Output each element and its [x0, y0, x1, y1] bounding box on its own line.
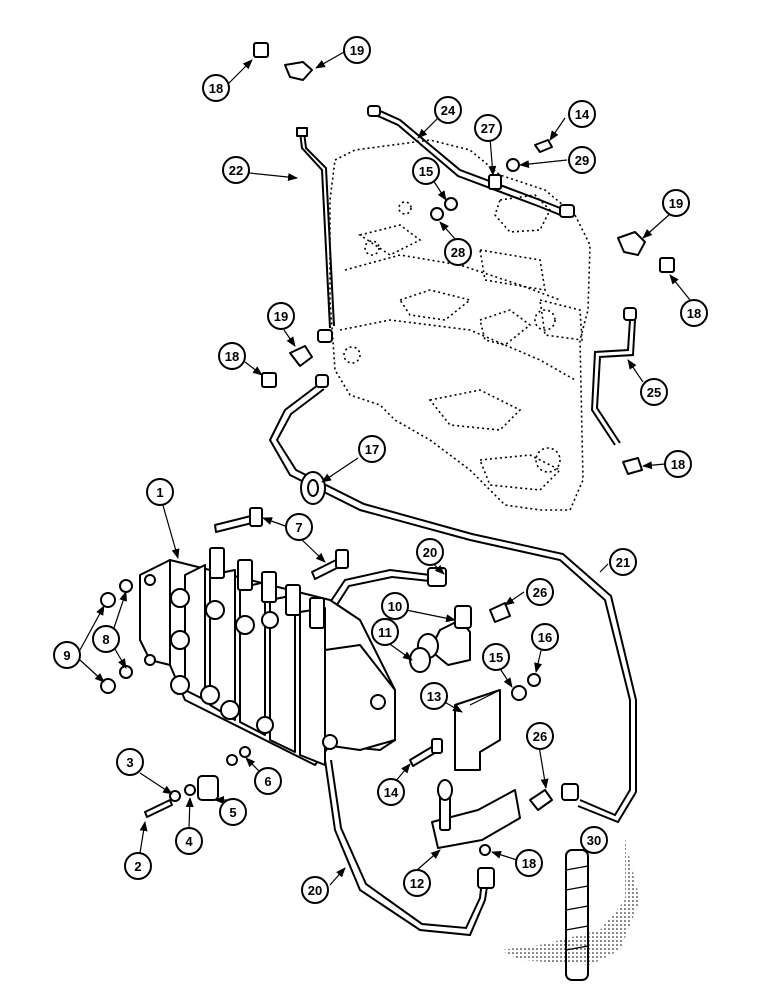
callout-17: 17	[358, 435, 386, 463]
small-parts-bottom	[144, 746, 251, 818]
callout-4-label: 4	[185, 834, 193, 849]
bolt-lower	[311, 549, 349, 580]
callout-20-upper: 20	[416, 538, 444, 566]
callout-14-lower-label: 14	[384, 785, 399, 800]
callout-19-b-label: 19	[669, 196, 683, 211]
callout-2: 2	[124, 852, 152, 880]
callout-22: 22	[222, 156, 250, 184]
right-nuts	[489, 602, 553, 811]
bracket	[454, 689, 501, 771]
callout-3: 3	[116, 748, 144, 776]
callout-13: 13	[420, 682, 448, 710]
callout-13-label: 13	[427, 689, 441, 704]
callout-17-label: 17	[365, 442, 379, 457]
callout-18-a: 18	[202, 74, 230, 102]
callout-12: 12	[403, 869, 431, 897]
callout-18-b-label: 18	[687, 306, 701, 321]
callout-21: 21	[609, 548, 637, 576]
callout-26-lower: 26	[526, 722, 554, 750]
callout-24-label: 24	[441, 103, 456, 118]
callout-4: 4	[175, 827, 203, 855]
callout-18-c-label: 18	[225, 349, 239, 364]
callout-19-c: 19	[267, 302, 295, 330]
callout-5: 5	[219, 798, 247, 826]
tube-21	[268, 374, 637, 824]
callout-21-label: 21	[616, 555, 630, 570]
tube-25	[590, 307, 637, 446]
callout-6: 6	[254, 767, 282, 795]
callout-10-label: 10	[388, 599, 402, 614]
callout-18-e-label: 18	[522, 856, 536, 871]
callout-20-lower-label: 20	[308, 883, 322, 898]
callout-20-lower: 20	[301, 876, 329, 904]
callout-25-label: 25	[647, 385, 661, 400]
control-valve-assembly	[139, 547, 396, 766]
callout-8: 8	[92, 625, 120, 653]
callout-22-label: 22	[229, 163, 243, 178]
callout-28-label: 28	[451, 245, 465, 260]
callout-18-d: 18	[664, 450, 692, 478]
callout-15-upper: 15	[412, 157, 440, 185]
callout-11-label: 11	[378, 625, 392, 640]
callout-14-lower: 14	[377, 778, 405, 806]
callout-1-label: 1	[156, 485, 163, 500]
top-fittings	[253, 42, 675, 475]
callout-29: 29	[568, 146, 596, 174]
callout-2-label: 2	[134, 859, 141, 874]
bolt-14-lower	[409, 738, 443, 767]
callout-10: 10	[381, 592, 409, 620]
callout-26-upper-label: 26	[533, 585, 547, 600]
callout-25: 25	[640, 378, 668, 406]
callout-9: 9	[53, 641, 81, 669]
hose-lower	[324, 759, 495, 937]
pipe-30	[500, 840, 640, 981]
callout-7-label: 7	[295, 520, 302, 535]
callout-16: 16	[531, 623, 559, 651]
selector-valve	[431, 779, 521, 856]
elbow-fitting	[409, 605, 472, 673]
callout-26-upper: 26	[526, 578, 554, 606]
callout-18-c: 18	[218, 342, 246, 370]
callout-14-upper-label: 14	[575, 107, 590, 122]
callout-20-upper-label: 20	[423, 545, 437, 560]
callout-18-d-label: 18	[671, 457, 685, 472]
callout-7: 7	[285, 513, 313, 541]
callout-1: 1	[146, 478, 174, 506]
callout-18-a-label: 18	[209, 81, 223, 96]
callout-3-label: 3	[126, 755, 133, 770]
callout-12-label: 12	[410, 876, 424, 891]
callout-30-label: 30	[587, 833, 601, 848]
callout-19-c-label: 19	[274, 309, 288, 324]
callout-5-label: 5	[229, 805, 236, 820]
tube-22	[296, 127, 335, 343]
callout-15-lower: 15	[482, 643, 510, 671]
callout-29-label: 29	[575, 153, 589, 168]
callout-24: 24	[434, 96, 462, 124]
callout-27: 27	[474, 114, 502, 142]
grommet	[300, 471, 326, 505]
callout-15-lower-label: 15	[489, 650, 503, 665]
callout-9-label: 9	[63, 648, 70, 663]
leader-lines	[79, 51, 691, 886]
callout-14-upper: 14	[568, 100, 596, 128]
callout-15-upper-label: 15	[419, 164, 433, 179]
callout-16-label: 16	[538, 630, 552, 645]
callout-30: 30	[580, 826, 608, 854]
callout-19-a-label: 19	[350, 43, 364, 58]
callout-18-b: 18	[680, 299, 708, 327]
callout-26-lower-label: 26	[533, 729, 547, 744]
callout-27-label: 27	[481, 121, 495, 136]
callout-6-label: 6	[264, 774, 271, 789]
callout-19-b: 19	[662, 189, 690, 217]
bolt-upper	[214, 507, 263, 533]
callout-28: 28	[444, 238, 472, 266]
callout-11: 11	[371, 618, 399, 646]
callout-18-e: 18	[515, 849, 543, 877]
tube-24	[367, 105, 575, 218]
callout-19-a: 19	[343, 36, 371, 64]
callout-8-label: 8	[102, 632, 109, 647]
